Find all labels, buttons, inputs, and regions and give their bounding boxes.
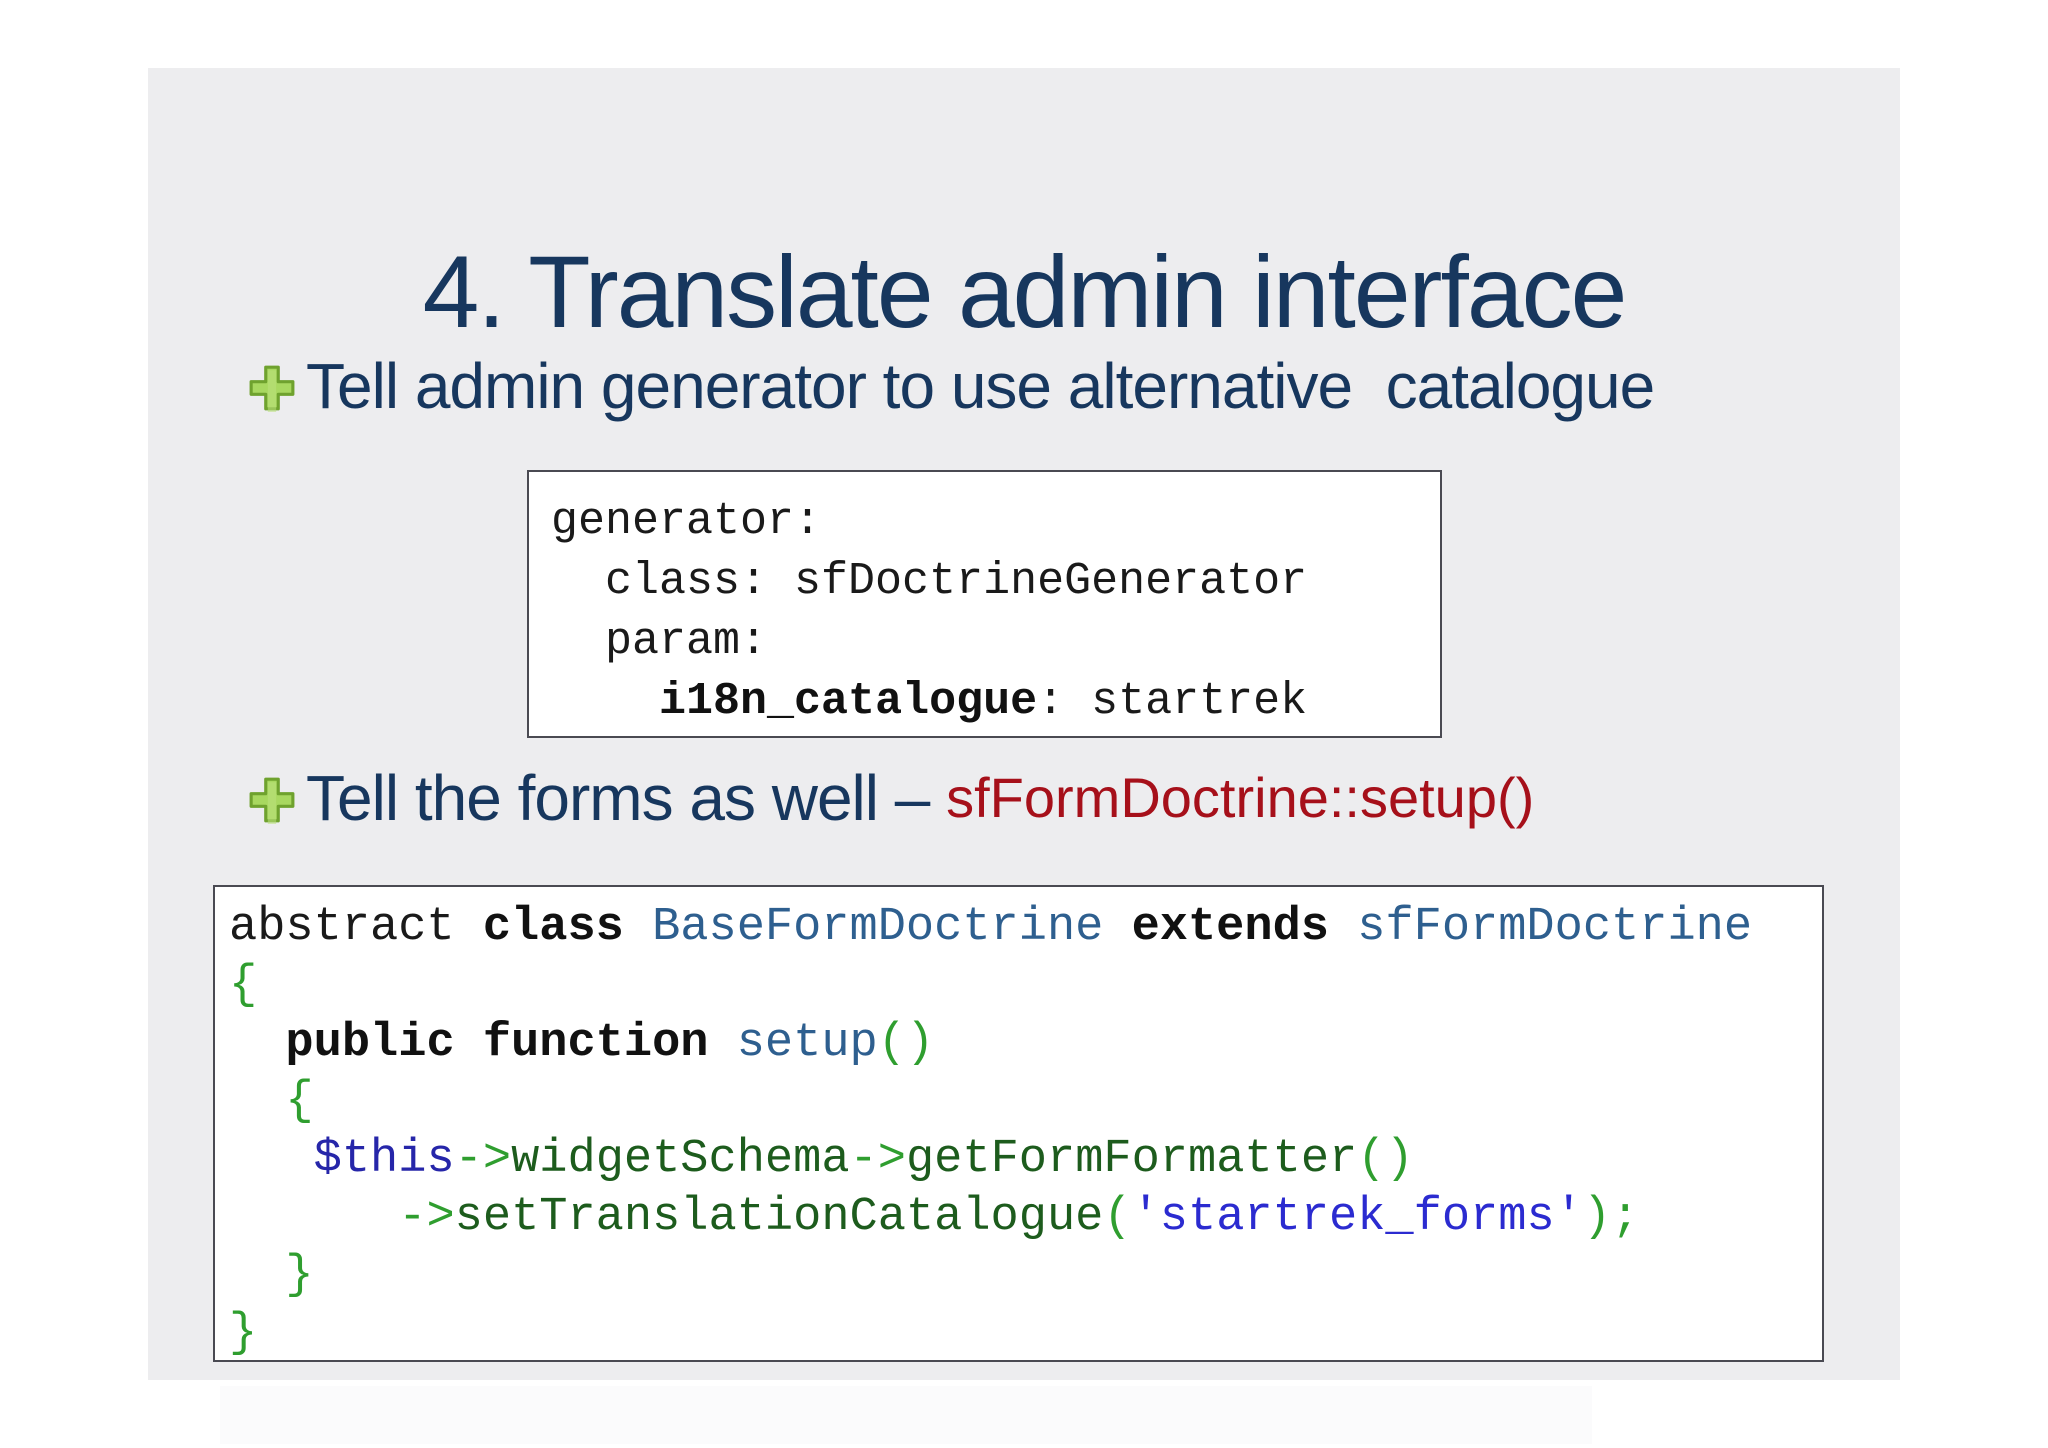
code-line: ->setTranslationCatalogue('startrek_form… <box>398 1191 1640 1244</box>
page-title: 4. Translate admin interface <box>422 235 1628 350</box>
code-line: { <box>229 959 258 1012</box>
slide: 4. Translate admin interface Tell admin … <box>148 68 1900 1380</box>
plus-bullet-icon <box>249 365 295 412</box>
bullet-accent-text: sfFormDoctrine::setup() <box>946 766 1535 829</box>
code-line: class: sfDoctrineGenerator <box>551 556 1308 607</box>
code-line: abstract class BaseFormDoctrine extends … <box>229 901 1753 954</box>
code-line: i18n_catalogue: startrek <box>659 676 1308 727</box>
code-line: param: <box>551 616 768 667</box>
code-line: generator: <box>551 496 822 547</box>
code-block-php: abstract class BaseFormDoctrine extends … <box>213 885 1824 1362</box>
plus-bullet-icon <box>249 777 295 824</box>
code-block-yaml: generator: class: sfDoctrineGenerator pa… <box>527 470 1442 738</box>
footer-strip <box>220 1386 1592 1444</box>
bullet-text: Tell admin generator to use alternative … <box>306 350 1655 422</box>
bullet-item-forms: Tell the forms as well – sfFormDoctrine:… <box>248 758 1534 838</box>
bullet-text: Tell the forms as well – <box>306 762 947 834</box>
code-line: { <box>285 1075 314 1128</box>
code-line: public function setup() <box>285 1017 935 1070</box>
code-line: } <box>285 1249 314 1302</box>
bullet-item-catalogue: Tell admin generator to use alternative … <box>248 346 1655 426</box>
code-line: } <box>229 1307 258 1360</box>
code-line: $this->widgetSchema->getFormFormatter() <box>313 1133 1414 1186</box>
